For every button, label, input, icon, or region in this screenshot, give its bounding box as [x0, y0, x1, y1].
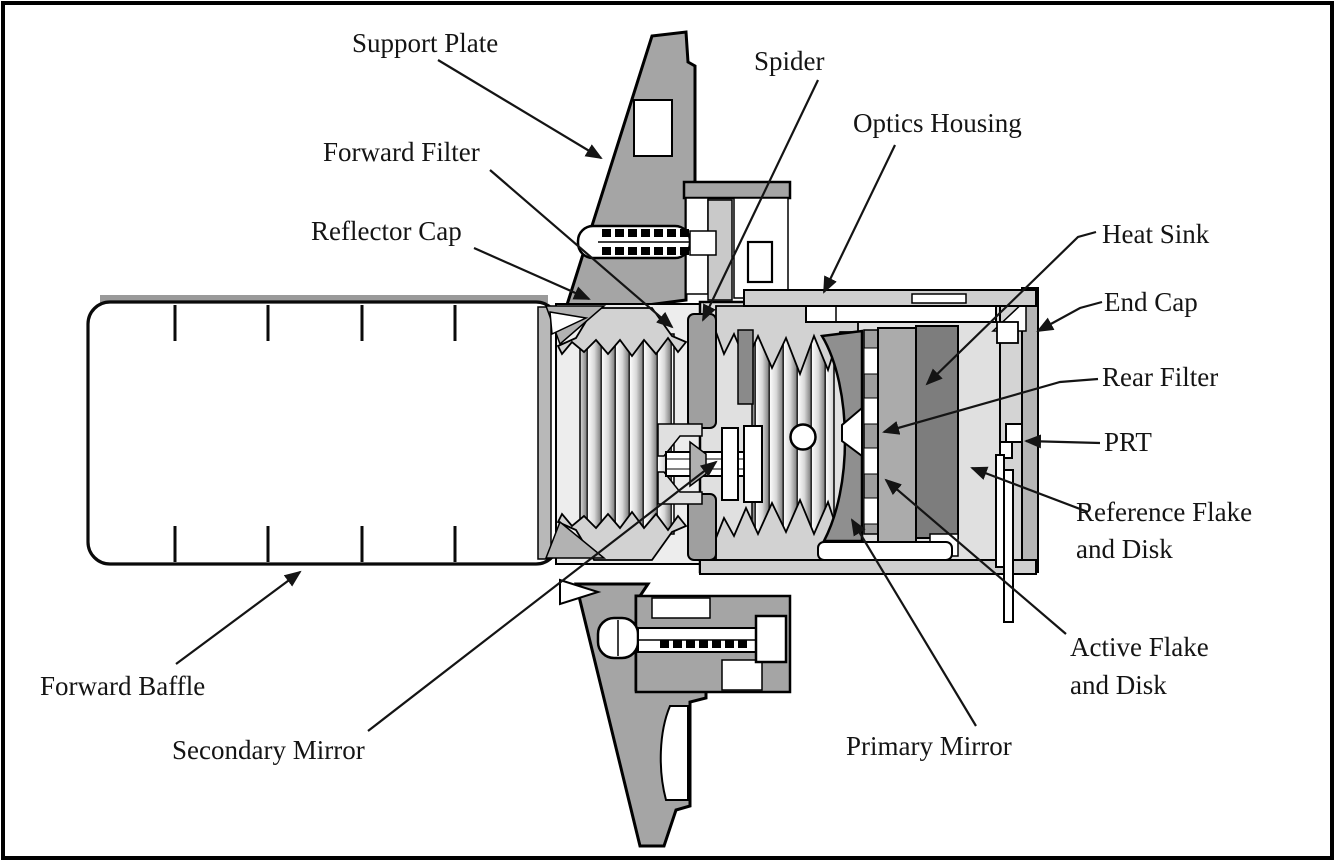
- primary-mirror-shape: [819, 329, 864, 543]
- leader-secondary-mirror: [367, 460, 718, 732]
- label-heat-sink: Heat Sink: [1102, 219, 1210, 249]
- primary-mirror-hole: [841, 405, 863, 458]
- label-active-flake-line2: and Disk: [1070, 670, 1167, 700]
- prt-block: [999, 423, 1023, 459]
- leader-optics-housing: [823, 144, 896, 294]
- label-support-plate: Support Plate: [352, 28, 498, 58]
- label-active-flake-line1: Active Flake: [1070, 632, 1209, 662]
- reflector-cap-top: [556, 307, 688, 358]
- optics-housing-walls: [699, 289, 1037, 575]
- leader-end-cap: [1036, 300, 1103, 332]
- heat-sink-block: [915, 325, 959, 539]
- baffle-vanes: [173, 305, 457, 562]
- leader-reference-flake: [970, 466, 1089, 514]
- lower-bolt-threads: [660, 640, 747, 648]
- leader-rear-filter: [882, 377, 1099, 435]
- label-reflector-cap: Reflector Cap: [311, 216, 462, 246]
- label-reference-flake-line1: Reference Flake: [1076, 497, 1252, 527]
- leader-lines: [175, 59, 1103, 732]
- label-secondary-mirror: Secondary Mirror: [172, 735, 365, 765]
- rear-filter-strip: [863, 329, 879, 535]
- detector-cavity-band: [877, 327, 917, 543]
- label-prt: PRT: [1104, 427, 1152, 457]
- label-reference-flake-line2: and Disk: [1076, 534, 1173, 564]
- label-spider: Spider: [754, 46, 825, 76]
- label-rear-filter: Rear Filter: [1102, 362, 1218, 392]
- leader-heat-sink: [925, 230, 1097, 386]
- leader-forward-baffle: [175, 570, 302, 665]
- leader-prt: [1024, 434, 1101, 449]
- leader-reflector-cap: [473, 246, 591, 301]
- leader-active-flake: [884, 478, 1067, 635]
- leader-primary-mirror: [850, 518, 977, 727]
- label-end-cap: End Cap: [1104, 287, 1198, 317]
- label-primary-mirror: Primary Mirror: [846, 731, 1012, 761]
- upper-mount-bolt: [576, 224, 717, 260]
- flake-support-rods: [995, 454, 1014, 623]
- label-forward-baffle: Forward Baffle: [40, 671, 205, 701]
- spider-assembly: [657, 313, 763, 561]
- upper-bolt-threads: [602, 229, 689, 255]
- leader-forward-filter: [489, 169, 674, 329]
- lower-mount-bolt: [596, 614, 788, 664]
- label-forward-filter: Forward Filter: [323, 137, 480, 167]
- end-cap: [991, 287, 1039, 573]
- forward-baffle: [86, 295, 560, 566]
- leader-support-plate: [437, 59, 603, 160]
- baffle-end-ring: [537, 306, 552, 560]
- callout-labels: Support Plate Spider Optics Housing Forw…: [40, 28, 1252, 765]
- label-optics-housing: Optics Housing: [853, 108, 1022, 138]
- leader-spider: [702, 79, 819, 322]
- mount-hole: [789, 423, 817, 451]
- baffle-top-shade: [100, 295, 548, 303]
